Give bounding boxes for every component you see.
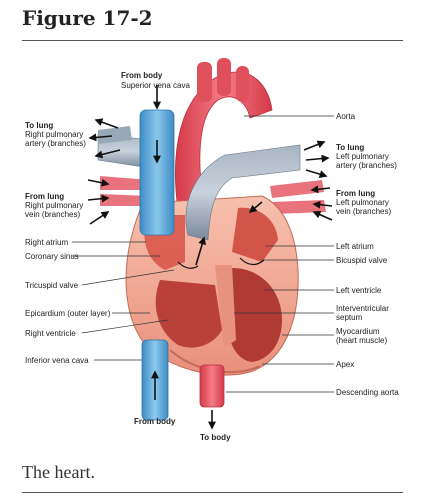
from-body-top-label: From body — [121, 71, 163, 80]
from-lung-left-label: From lung — [336, 189, 375, 198]
left-pulmonary-artery-label-2: artery (branches) — [336, 161, 397, 170]
tricuspid-valve-label: Tricuspid valve — [25, 281, 79, 290]
interventricular-septum-label-1: Interventricular — [336, 304, 389, 313]
myocardium-label-1: Myocardium — [336, 327, 380, 336]
descending-aorta-illustration — [199, 364, 225, 408]
interventricular-septum-label-2: septum — [336, 313, 363, 322]
right-pulmonary-artery-illustration — [97, 126, 151, 169]
myocardium-label-2: (heart muscle) — [336, 336, 387, 345]
bicuspid-valve-label: Bicuspid valve — [336, 256, 388, 265]
bottom-rule — [22, 492, 403, 493]
superior-vena-cava-label: Superior vena cava — [121, 81, 190, 90]
superior-vena-cava-illustration — [139, 109, 175, 236]
left-atrium-label: Left atrium — [336, 242, 374, 251]
coronary-sinus-label: Coronary sinus — [25, 252, 79, 261]
right-ventricle-label: Right ventricle — [25, 329, 76, 338]
left-pulmonary-artery-label-1: Left pulmonary — [336, 152, 389, 161]
left-ventricle-label: Left ventricle — [336, 286, 382, 295]
apex-label: Apex — [336, 360, 354, 369]
inferior-vena-cava-label: Inferior vena cava — [25, 356, 89, 365]
blood-flow-arrows — [87, 85, 333, 430]
top-rule — [22, 40, 403, 41]
aorta-illustration — [175, 58, 273, 211]
to-body-label: To body — [200, 433, 231, 442]
epicardium-label: Epicardium (outer layer) — [25, 309, 111, 318]
leader-lines — [72, 115, 334, 393]
figure-title: Figure 17-2 — [22, 6, 153, 30]
right-pulmonary-artery-label-1: Right pulmonary — [25, 130, 83, 139]
to-lung-left-label: To lung — [336, 143, 364, 152]
from-body-bottom-label: From body — [134, 417, 176, 426]
from-lung-right-label: From lung — [25, 192, 64, 201]
right-atrium-label: Right atrium — [25, 238, 68, 247]
pulmonary-trunk-illustration — [185, 144, 301, 241]
right-pulmonary-vein-label-1: Right pulmonary — [25, 201, 83, 210]
left-pulmonary-vein-label-1: Left pulmonary — [336, 198, 389, 207]
right-pulmonary-artery-label-2: artery (branches) — [25, 139, 86, 148]
to-lung-right-label: To lung — [25, 121, 53, 130]
aorta-label: Aorta — [336, 112, 356, 121]
figure-caption: The heart. — [22, 462, 95, 482]
right-pulmonary-vein-label-2: vein (branches) — [25, 210, 80, 219]
left-pulmonary-vein-label-2: vein (branches) — [336, 207, 391, 216]
descending-aorta-label: Descending aorta — [336, 388, 399, 397]
